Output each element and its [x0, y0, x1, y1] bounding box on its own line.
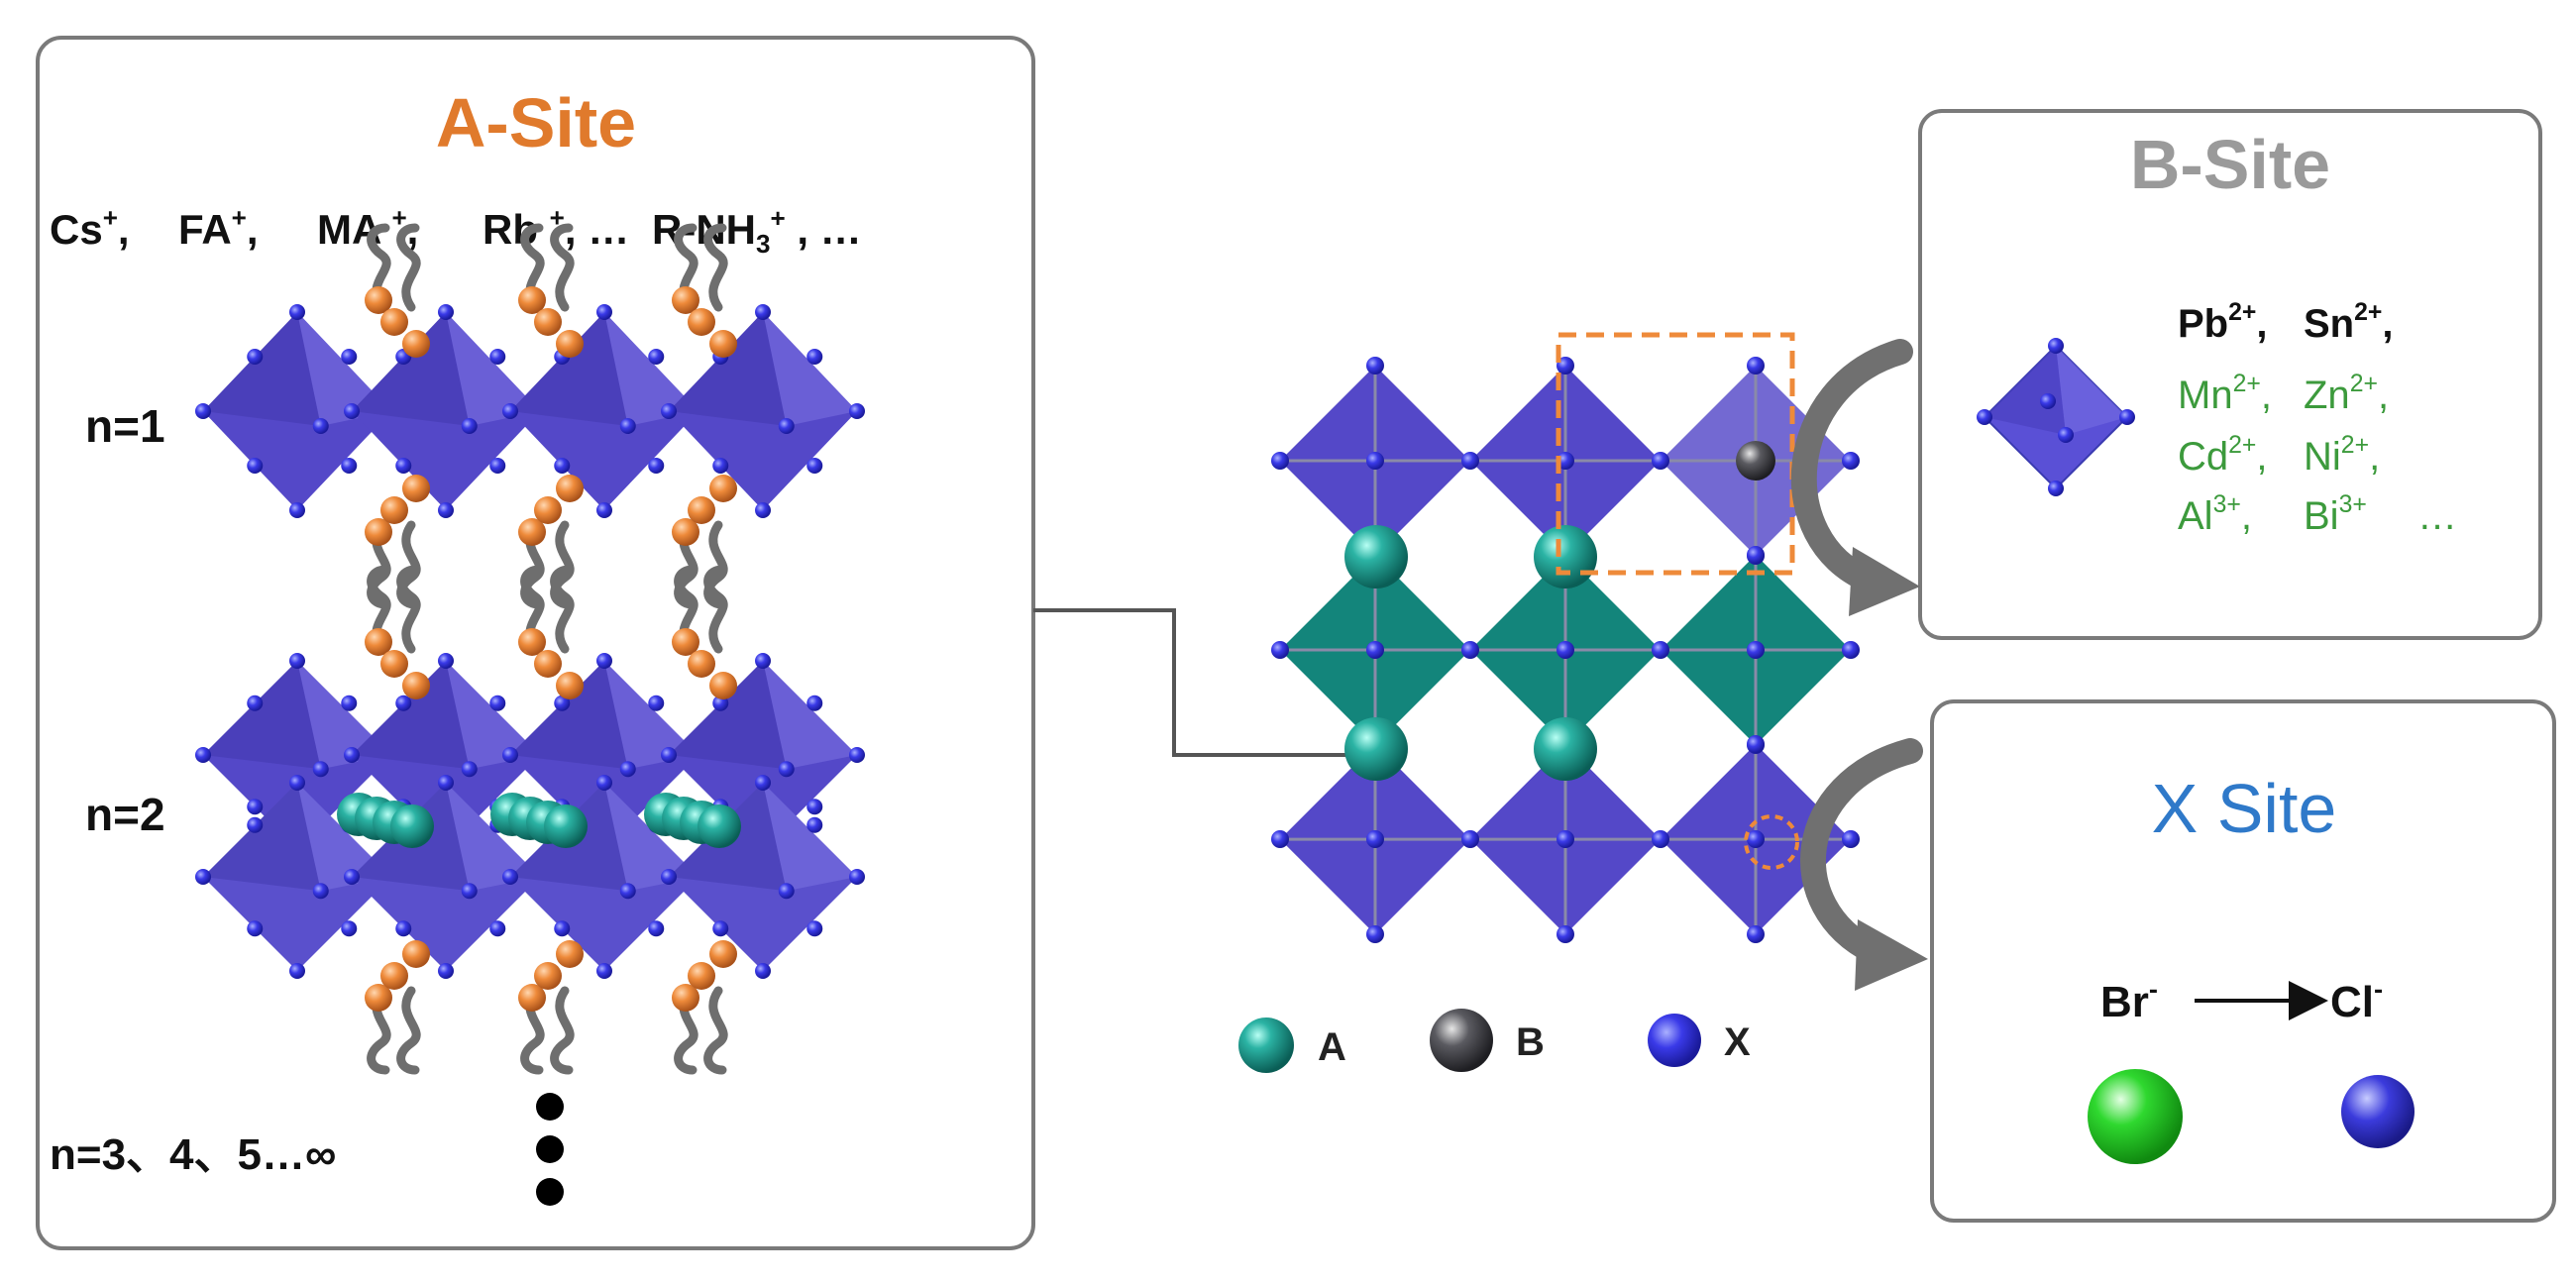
b-site-curved-arrow [1790, 339, 1920, 616]
b-site-ion-list: Pb2+, Sn2+, Mn2+, Zn2+, Cd2+, Ni2+, Al3+, Bi3+ … [2178, 299, 2457, 538]
x-site-curved-arrow [1800, 738, 1928, 991]
b-ion-sn: Sn2+, [2304, 299, 2394, 346]
x-atom [1556, 641, 1574, 659]
x-atom [1747, 735, 1765, 753]
octahedron [661, 304, 865, 518]
legend-label-x: X [1724, 1020, 1751, 1064]
x-atom [1842, 452, 1860, 470]
a-atom [1344, 525, 1408, 589]
b-atom [1736, 441, 1775, 481]
b-ion-green-1-1: Ni2+, [2304, 432, 2380, 479]
organic-ligand [672, 223, 737, 358]
a-site-title: A-Site [436, 84, 636, 161]
legend-item-x: X [1648, 1014, 1751, 1067]
cl-sphere [2341, 1075, 2415, 1148]
organic-ligand [518, 940, 584, 1075]
x-atom [1747, 546, 1765, 564]
x-atom [1271, 452, 1289, 470]
x-atom [1556, 925, 1574, 943]
x-atom [1842, 830, 1860, 848]
x-site-substitution: Br- Cl- [2100, 974, 2383, 1026]
b-ion-green-1-0: Cd2+, [2178, 432, 2268, 479]
a-atom [698, 804, 741, 848]
b-ion-pb: Pb2+, [2178, 299, 2268, 346]
x-atom [1747, 925, 1765, 943]
layer-label-n3: n=3、4、5…∞ [50, 1130, 336, 1179]
b-ion-green-0-1: Zn2+, [2304, 371, 2389, 417]
legend-item-a: A [1238, 1017, 1346, 1073]
b-site-highlight-box [1556, 332, 1795, 576]
lattice-legend: A B X [1238, 1009, 1751, 1073]
x-atom [1461, 452, 1479, 470]
x-atom [1556, 830, 1574, 848]
perovskite-lattice [1271, 357, 1860, 943]
organic-ligand [672, 940, 737, 1075]
organic-ligand [672, 565, 737, 699]
legend-item-b: B [1430, 1009, 1545, 1072]
x-atom [1842, 641, 1860, 659]
br-sphere [2088, 1069, 2183, 1164]
x-atom [1366, 357, 1384, 375]
cation-1: FA+, [178, 202, 259, 253]
a-atom [1344, 717, 1408, 781]
organic-ligand [518, 475, 584, 609]
x-atom [1366, 641, 1384, 659]
b-ion-green-2-0: Al3+, [2178, 491, 2252, 538]
octahedron [344, 304, 548, 518]
x-atom [1747, 641, 1765, 659]
a-atom [390, 804, 434, 848]
x-ion-cl: Cl- [2330, 974, 2383, 1026]
x-atom [1366, 452, 1384, 470]
x-atom [1366, 830, 1384, 848]
connector-line [1033, 608, 1355, 757]
x-atom [1652, 452, 1669, 470]
x-site-highlight-circle [1744, 814, 1799, 870]
x-atom [1652, 641, 1669, 659]
organic-ligand [365, 475, 430, 609]
organic-ligand [672, 475, 737, 609]
legend-label-a: A [1318, 1025, 1346, 1069]
cation-4: R-NH3+ , … [652, 203, 862, 259]
b-ion-green-0-0: Mn2+, [2178, 371, 2272, 417]
x-atom [1461, 641, 1479, 659]
b-ion-green-2-1: Bi3+ [2304, 491, 2367, 538]
layer-label-n2: n=2 [85, 789, 165, 840]
x-ion-br: Br- [2100, 974, 2158, 1026]
organic-ligand [518, 565, 584, 699]
octahedron [661, 653, 865, 857]
x-atom [1366, 925, 1384, 943]
cation-3: Rb +, … [483, 202, 629, 253]
x-atom [1652, 830, 1669, 848]
organic-ligand [365, 940, 430, 1075]
organic-ligand [365, 223, 430, 358]
x-site-title: X Site [2152, 770, 2337, 847]
x-atom [1271, 830, 1289, 848]
legend-label-b: B [1516, 1020, 1545, 1064]
vertical-ellipsis [536, 1093, 564, 1206]
x-atom [1271, 641, 1289, 659]
layered-structure-n1 [195, 223, 865, 609]
cation-list: Cs+,FA+,MA +,Rb +, …R-NH3+ , … [50, 202, 862, 259]
x-atom [1747, 357, 1765, 375]
layer-label-n1: n=1 [85, 400, 165, 452]
organic-ligand [365, 565, 430, 699]
a-atom [1534, 717, 1597, 781]
b-site-panel [1918, 109, 2542, 640]
octahedron [502, 304, 706, 518]
a-atom [544, 804, 588, 848]
b-site-title: B-Site [2130, 126, 2330, 203]
organic-ligand [518, 223, 584, 358]
a-atom [1534, 525, 1597, 589]
b-site-octahedron-icon [1977, 338, 2135, 496]
b-ion-ellipsis: … [2417, 494, 2457, 538]
x-atom [1461, 830, 1479, 848]
cation-0: Cs+, [50, 202, 130, 253]
layered-structure-n2 [195, 565, 865, 1075]
x-atom [1747, 830, 1765, 848]
